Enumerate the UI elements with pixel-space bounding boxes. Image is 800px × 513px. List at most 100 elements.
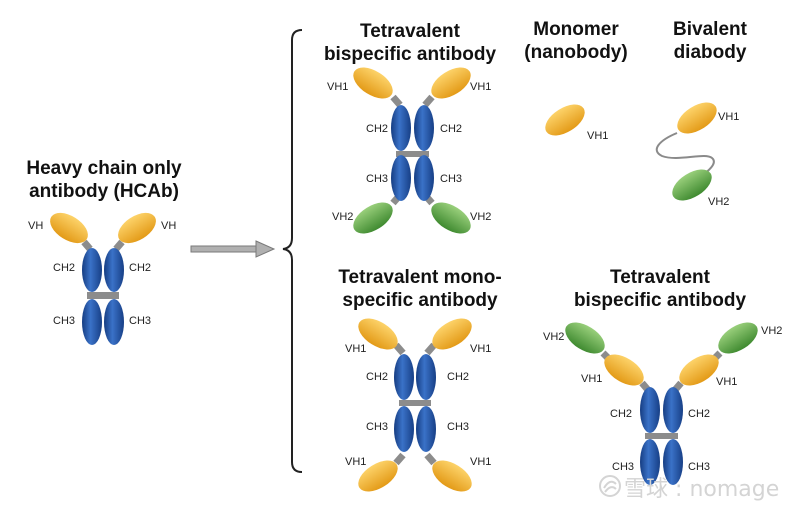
vh1-label: VH1: [345, 456, 366, 468]
vh2-domain: [353, 202, 393, 234]
watermark-separator: :: [675, 477, 683, 502]
vh2-domain: [718, 322, 758, 354]
ch2-domain: [414, 105, 434, 151]
ch3-domain: [414, 155, 434, 201]
ch3-domain: [416, 406, 436, 452]
linker: [81, 239, 93, 252]
ch3-label: CH3: [612, 461, 634, 473]
vh-label: VH: [28, 220, 43, 232]
vh1-domain: [353, 67, 393, 99]
vh1-label: VH1: [587, 130, 608, 142]
vh1-domain: [432, 318, 472, 350]
vh2-label: VH2: [543, 331, 564, 343]
vh1-domain: [677, 102, 717, 134]
vh2-domain: [672, 169, 712, 201]
bivalent-diabody: VH1 VH2: [655, 102, 739, 208]
hinge: [399, 400, 431, 406]
vh-domain: [118, 212, 156, 244]
vh1-label: VH1: [470, 81, 491, 93]
ch3-label: CH3: [129, 315, 151, 327]
vh2-label: VH2: [708, 196, 729, 208]
vh-label: VH: [161, 220, 176, 232]
tetravalent-bispecific-antibody-top: VH1 VH1 CH2 CH2 CH3 CH3 VH2 VH2: [327, 67, 491, 234]
ch3-label: CH3: [366, 173, 388, 185]
hinge: [87, 292, 119, 299]
monomer-title: Monomer (nanobody): [524, 19, 628, 63]
vh1-label: VH1: [581, 373, 602, 385]
tetravalent-monospecific-title: Tetravalent mono- specific antibody: [338, 267, 502, 311]
ch3-label: CH3: [688, 461, 710, 473]
ch3-domain: [82, 299, 102, 345]
linker: [113, 239, 125, 252]
brace-bracket: [282, 29, 303, 473]
ch2-domain: [640, 387, 660, 433]
bivalent-title: Bivalent diabody: [673, 19, 747, 63]
vh1-domain: [432, 460, 472, 492]
ch3-label: CH3: [447, 421, 469, 433]
ch2-label: CH2: [688, 408, 710, 420]
hcab-antibody: VH VH CH2 CH2 CH3 CH3: [28, 212, 176, 345]
ch3-domain: [663, 439, 683, 485]
ch2-label: CH2: [610, 408, 632, 420]
peptide-linker: [655, 132, 715, 177]
vh1-label: VH1: [470, 343, 491, 355]
ch2-label: CH2: [366, 371, 388, 383]
ch2-domain: [394, 354, 414, 400]
ch2-domain: [416, 354, 436, 400]
ch2-domain: [391, 105, 411, 151]
tetravalent-bispecific-title-top: Tetravalent bispecific antibody: [323, 21, 497, 65]
watermark: 雪球 : nomage: [598, 470, 794, 502]
linker: [424, 452, 437, 466]
snowball-logo-icon: [599, 475, 621, 497]
vh-domain: [50, 212, 88, 244]
vh1-domain: [545, 104, 585, 136]
tetravalent-bispecific-antibody-bottom: VH2 VH2 VH1 VH1 CH2 CH2 CH3 CH3: [543, 322, 782, 485]
vh2-label: VH2: [470, 211, 491, 223]
vh2-domain: [565, 322, 605, 354]
vh2-domain: [431, 202, 471, 234]
hcab-title: Heavy chain only antibody (HCAb): [26, 158, 182, 202]
ch2-domain: [82, 248, 102, 292]
linker: [424, 342, 437, 356]
vh1-domain: [604, 354, 644, 386]
tetravalent-bispecific-title-bottom: Tetravalent bispecific antibody: [573, 267, 747, 311]
ch3-label: CH3: [366, 421, 388, 433]
linker: [422, 94, 435, 108]
vh1-domain: [358, 318, 398, 350]
hinge: [396, 151, 429, 157]
ch3-domain: [394, 406, 414, 452]
ch2-domain: [104, 248, 124, 292]
linker: [393, 452, 406, 466]
ch2-label: CH2: [440, 123, 462, 135]
vh1-label: VH1: [716, 376, 737, 388]
ch3-domain: [640, 439, 660, 485]
ch3-label: CH3: [440, 173, 462, 185]
vh1-domain: [358, 460, 398, 492]
ch3-domain: [104, 299, 124, 345]
ch3-label: CH3: [53, 315, 75, 327]
ch2-label: CH2: [53, 262, 75, 274]
hinge: [645, 433, 678, 439]
vh1-label: VH1: [327, 81, 348, 93]
ch2-domain: [663, 387, 683, 433]
ch2-label: CH2: [366, 123, 388, 135]
vh1-domain: [431, 67, 471, 99]
monomer-nanobody: VH1: [545, 104, 608, 142]
vh1-domain: [679, 354, 719, 386]
vh1-label: VH1: [718, 111, 739, 123]
vh1-label: VH1: [470, 456, 491, 468]
tetravalent-monospecific-antibody: VH1 VH1 CH2 CH2 CH3 CH3 VH1 VH1: [345, 318, 491, 492]
vh1-label: VH1: [345, 343, 366, 355]
ch2-label: CH2: [129, 262, 151, 274]
linker: [393, 342, 406, 356]
ch2-label: CH2: [447, 371, 469, 383]
right-arrow: [190, 240, 276, 258]
ch3-domain: [391, 155, 411, 201]
vh2-label: VH2: [332, 211, 353, 223]
linker: [390, 94, 403, 108]
watermark-brand: 雪球: [624, 477, 669, 502]
vh2-label: VH2: [761, 325, 782, 337]
watermark-user: nomage: [689, 477, 780, 502]
